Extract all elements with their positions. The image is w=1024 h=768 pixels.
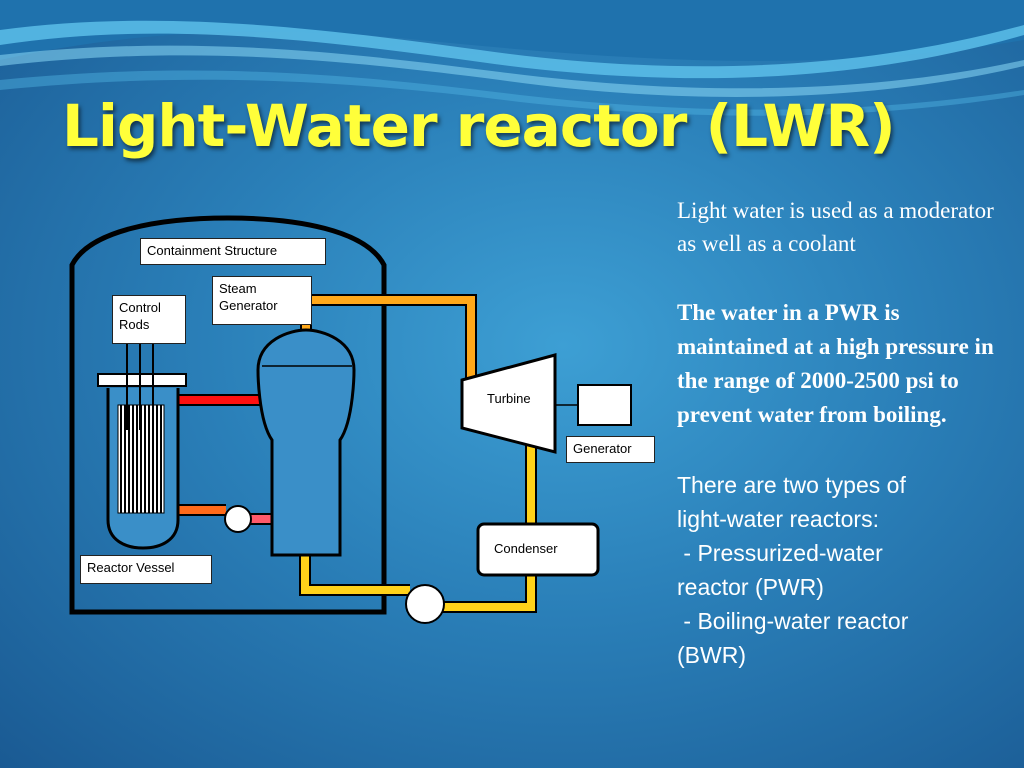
generator-label: Generator bbox=[566, 436, 655, 463]
steam-generator-label-line1: Steam bbox=[219, 281, 257, 296]
condensate-pipe bbox=[299, 440, 537, 613]
type-pwr-line1: - Pressurized-water bbox=[677, 540, 883, 566]
explanation-panel: Light water is used as a moderator as we… bbox=[677, 194, 1007, 672]
reactor-types-paragraph: There are two types of light-water react… bbox=[677, 468, 1007, 672]
condenser-label: Condenser bbox=[494, 541, 558, 556]
feedwater-pump bbox=[405, 584, 445, 624]
pressure-paragraph: The water in a PWR is maintained at a hi… bbox=[677, 300, 994, 427]
type-bwr-line1: - Boiling-water reactor bbox=[677, 608, 909, 634]
steam-generator-vessel bbox=[256, 328, 356, 557]
turbine-shape bbox=[460, 353, 557, 454]
types-intro-line1: There are two types of bbox=[677, 472, 906, 498]
containment-structure bbox=[69, 215, 387, 615]
types-intro-line2: light-water reactors: bbox=[677, 506, 879, 532]
steam-generator-label-line2: Generator bbox=[219, 298, 278, 313]
moderator-paragraph: Light water is used as a moderator as we… bbox=[677, 198, 994, 256]
type-bwr-line2: (BWR) bbox=[677, 642, 746, 668]
header-waves bbox=[0, 0, 1024, 116]
condenser-shape bbox=[476, 522, 600, 577]
primary-pump bbox=[224, 505, 252, 533]
control-rods-label: Control Rods bbox=[112, 295, 186, 344]
type-pwr-line2: reactor (PWR) bbox=[677, 574, 824, 600]
control-rods-label-line2: Rods bbox=[119, 317, 150, 332]
steam-generator-label: Steam Generator bbox=[212, 276, 312, 325]
containment-structure-label: Containment Structure bbox=[140, 238, 326, 265]
turbine-label: Turbine bbox=[487, 391, 531, 406]
control-rods-label-line1: Control bbox=[119, 300, 161, 315]
reactor-vessel-label: Reactor Vessel bbox=[80, 555, 212, 584]
generator-shape bbox=[577, 384, 632, 426]
slide-title: Light-Water reactor (LWR) bbox=[62, 92, 896, 160]
